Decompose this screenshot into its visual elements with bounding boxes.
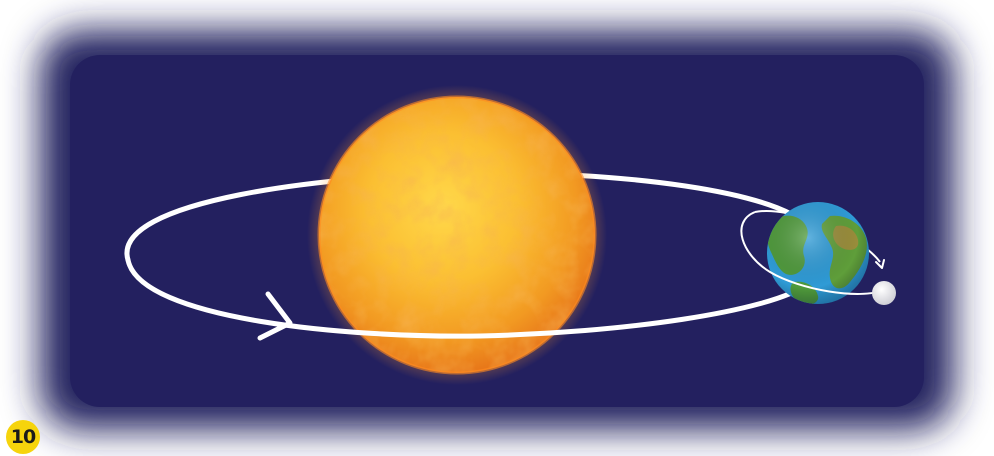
sun	[307, 85, 607, 385]
figure-number-badge: 10	[6, 420, 40, 454]
moon	[872, 281, 896, 305]
